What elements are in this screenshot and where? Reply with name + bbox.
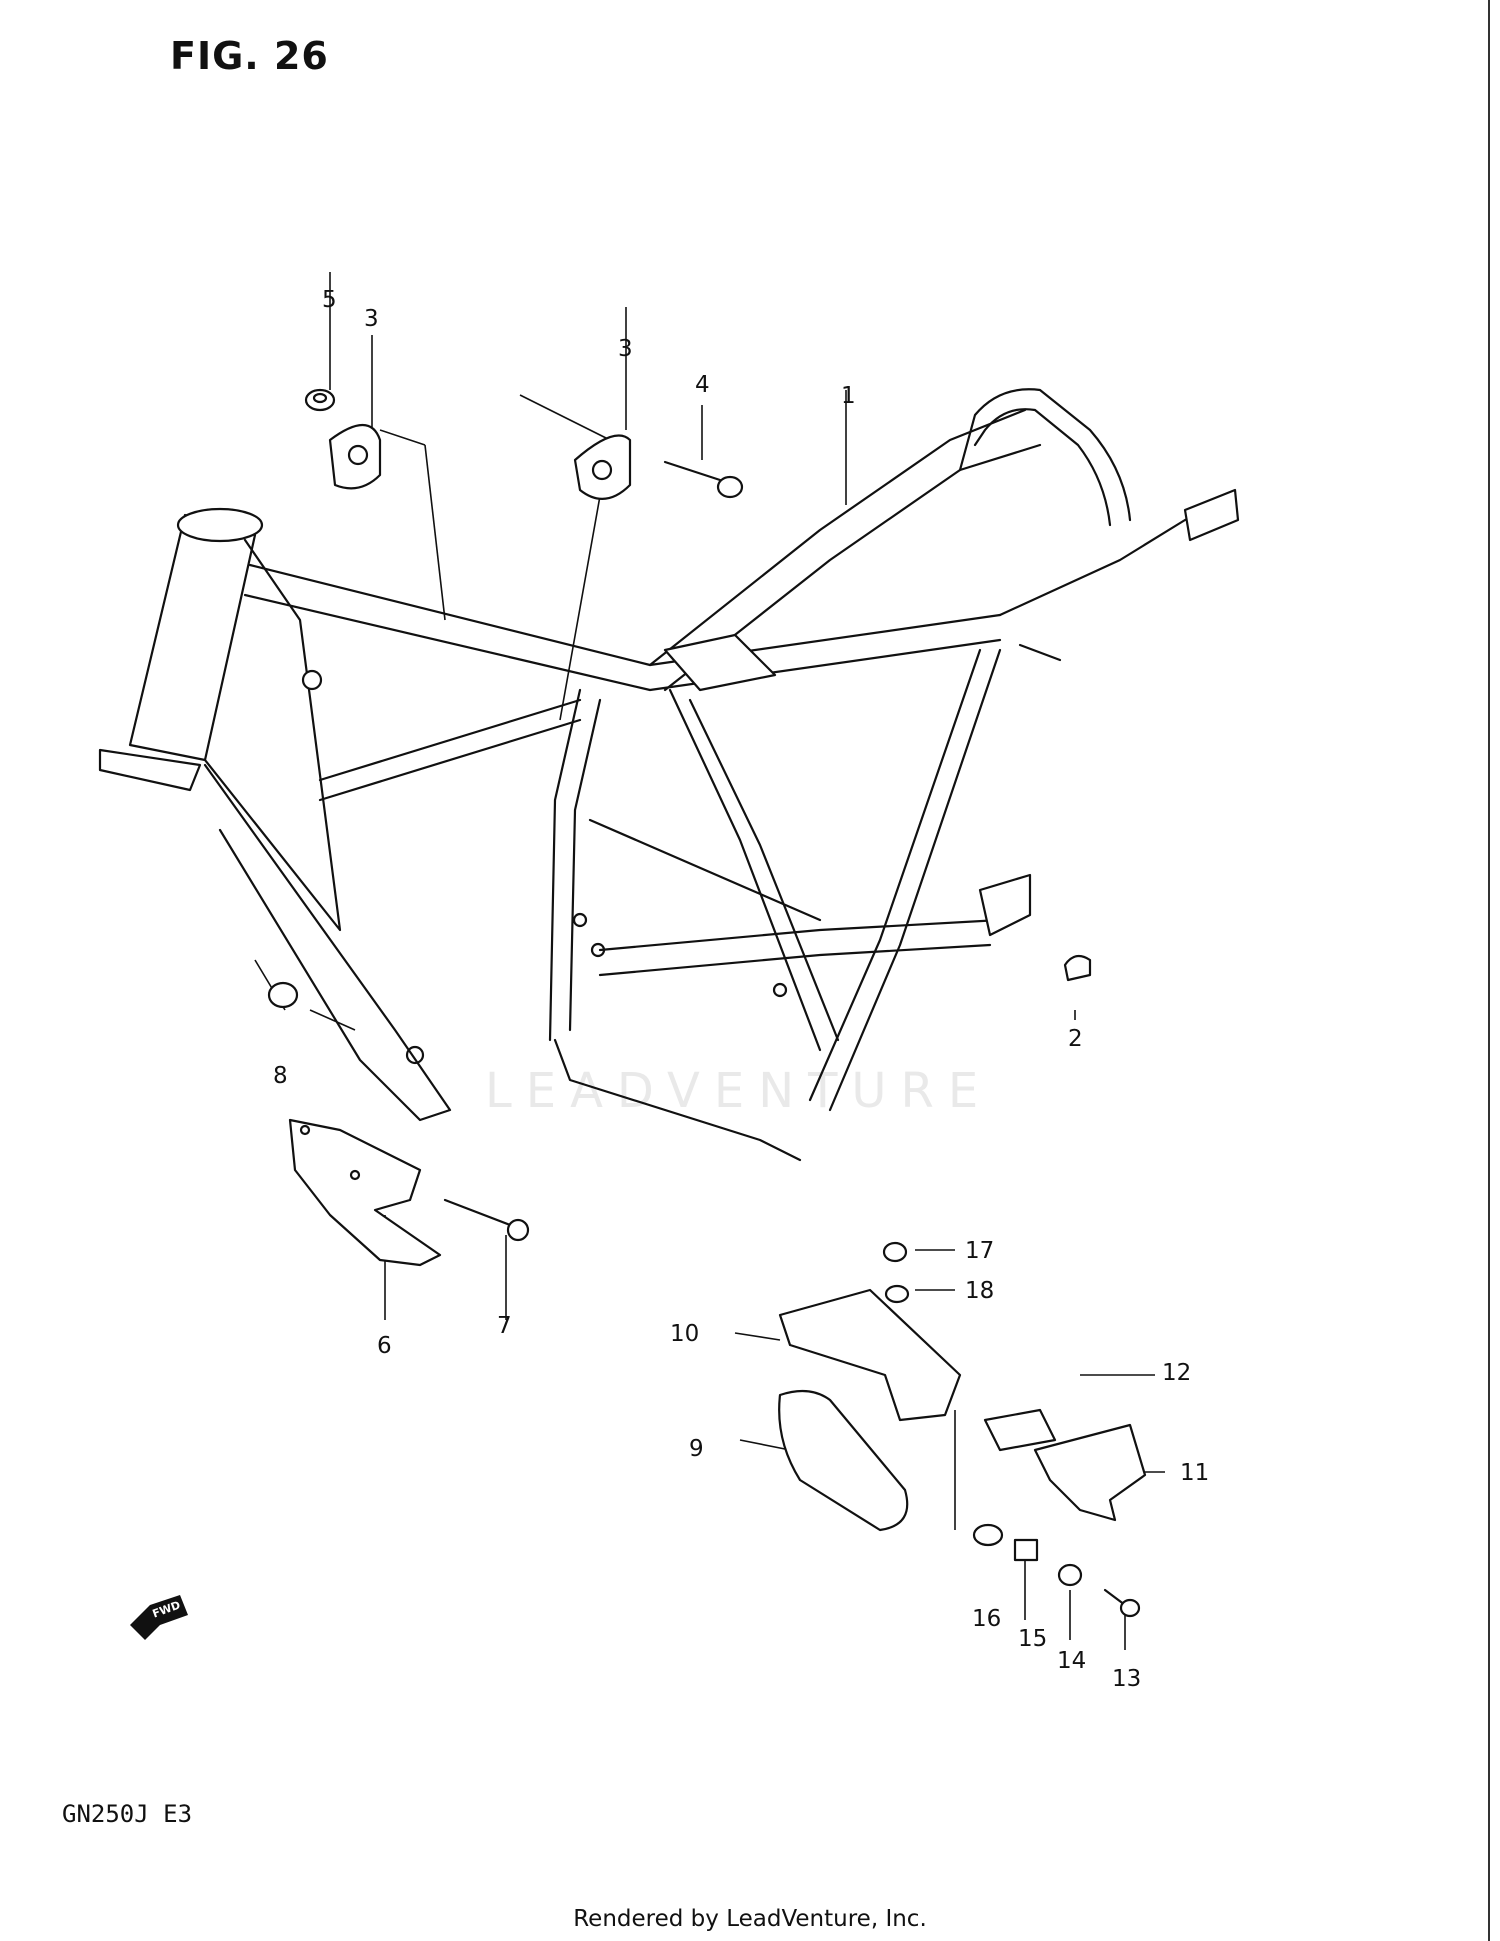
part-16-bushing (972, 1523, 1004, 1547)
callout-14: 14 (1057, 1648, 1087, 1674)
part-11-heel-guard (1033, 1423, 1147, 1522)
callout-18: 18 (965, 1278, 995, 1304)
callout-5: 5 (322, 287, 337, 313)
callout-8: 8 (273, 1063, 288, 1089)
part-3-plate-left (328, 424, 382, 490)
part-7-bolt (443, 1198, 530, 1242)
part-8-grommet (267, 981, 299, 1009)
callout-16: 16 (972, 1606, 1002, 1632)
part-6-bracket (288, 1118, 442, 1267)
part-4-bolt (663, 460, 744, 499)
part-15-collar (1013, 1538, 1039, 1562)
page-edge-line (1488, 0, 1490, 1941)
part-10-footrest-bracket (778, 1288, 962, 1422)
part-14-washer (1057, 1563, 1083, 1587)
callout-13: 13 (1112, 1666, 1142, 1692)
callout-9: 9 (689, 1436, 704, 1462)
model-code: GN250J E3 (62, 1800, 193, 1828)
figure-title: FIG. 26 (170, 34, 329, 78)
footer-credit: Rendered by LeadVenture, Inc. (573, 1906, 927, 1932)
callout-10: 10 (670, 1321, 700, 1347)
fwd-arrow-icon (130, 1595, 188, 1640)
callout-15: 15 (1018, 1626, 1048, 1652)
callout-6: 6 (377, 1333, 392, 1359)
callout-3-right: 3 (618, 336, 633, 362)
part-9-footrest-rubber (778, 1389, 909, 1532)
callout-2: 2 (1068, 1026, 1083, 1052)
part-17-nut (882, 1241, 908, 1263)
callout-7: 7 (497, 1313, 512, 1339)
callout-12: 12 (1162, 1360, 1192, 1386)
part-13-bolt (1103, 1588, 1141, 1618)
callout-4: 4 (695, 372, 710, 398)
part-12-plate (983, 1408, 1057, 1452)
callout-17: 17 (965, 1238, 995, 1264)
part-3-plate-right (573, 434, 632, 500)
part-18-washer (884, 1284, 910, 1304)
callout-3-left: 3 (364, 306, 379, 332)
part-2-cap (1063, 954, 1092, 982)
part-5-nut (304, 388, 336, 412)
callout-1: 1 (841, 383, 856, 409)
callout-11: 11 (1180, 1460, 1210, 1486)
